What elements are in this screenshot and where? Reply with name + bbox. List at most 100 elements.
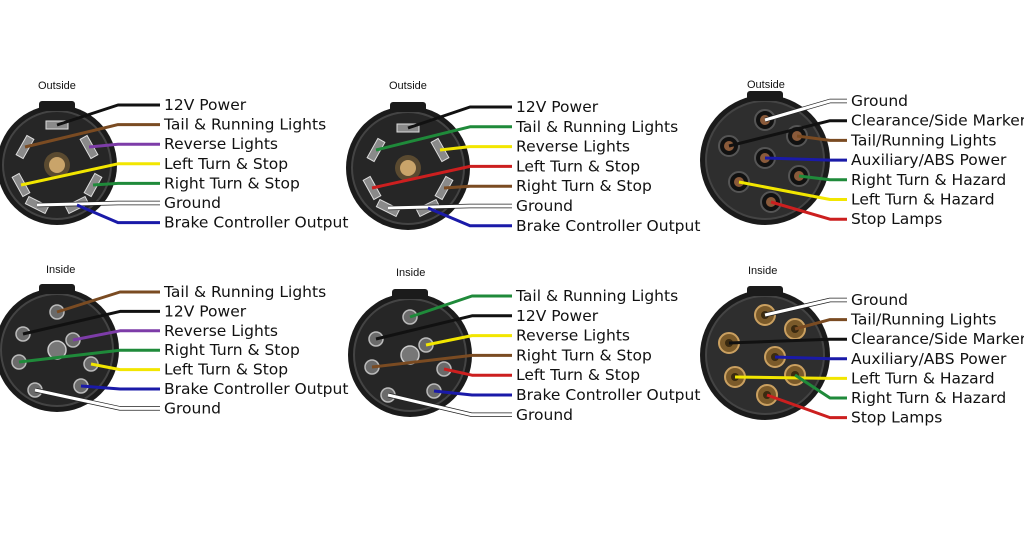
wire [443, 367, 512, 377]
wire [774, 355, 847, 361]
connector-key-tab [39, 101, 75, 111]
wire-label: Ground [851, 92, 908, 110]
wire [371, 353, 512, 369]
wire [22, 309, 160, 336]
wire-label: Tail/Running Lights [850, 311, 996, 329]
wire-label: Tail & Running Lights [163, 116, 326, 134]
wire-label: Brake Controller Output [164, 380, 348, 398]
wire-label: Brake Controller Output [516, 217, 700, 235]
wire [88, 142, 160, 149]
wire-label: Left Turn & Stop [516, 157, 640, 175]
wire-label: Ground [164, 194, 221, 212]
wire-label: Ground [164, 399, 221, 417]
wire-label: Auxiliary/ABS Power [851, 350, 1007, 368]
wire-label: Clearance/Side Marker [851, 112, 1024, 130]
wire-label: Ground [851, 291, 908, 309]
center-pin-contact [400, 160, 416, 176]
wire [20, 162, 160, 187]
wire-label: Tail/Running Lights [850, 131, 996, 149]
wire-label: Right Turn & Hazard [851, 171, 1006, 189]
connector-key-tab [747, 91, 783, 101]
wire-label: Stop Lamps [851, 409, 942, 427]
view-label: Outside [747, 79, 785, 91]
wire-label: 12V Power [516, 307, 599, 325]
wire-label: 12V Power [164, 302, 247, 320]
view-label: Inside [46, 264, 75, 276]
wire [375, 125, 512, 152]
wire-label: Left Turn & Hazard [851, 191, 995, 209]
wire [794, 318, 847, 331]
wire-label: Left Turn & Stop [164, 155, 288, 173]
wire [56, 103, 160, 127]
wire [427, 206, 512, 228]
wire-label: 12V Power [516, 98, 599, 116]
wire-label: Brake Controller Output [164, 214, 348, 232]
wire [92, 181, 160, 187]
view-label: Inside [748, 265, 777, 277]
wire-label: Clearance/Side Marker [851, 330, 1024, 348]
wire [36, 201, 160, 207]
wire [766, 393, 847, 420]
wire [387, 393, 512, 417]
wire-label: Reverse Lights [164, 135, 278, 153]
wire [387, 204, 512, 210]
wire [443, 184, 512, 190]
wire [34, 388, 160, 410]
wire [375, 314, 512, 341]
wire [90, 362, 160, 372]
wire [798, 174, 847, 182]
wire-label: Right Turn & Stop [164, 174, 300, 192]
wire-label: Left Turn & Stop [164, 361, 288, 379]
center-pin-contact [49, 157, 65, 173]
wire-label: Tail & Running Lights [163, 283, 326, 301]
wire [764, 298, 847, 317]
wire [24, 123, 160, 149]
wire [409, 294, 512, 319]
wire-label: Right Turn & Stop [516, 346, 652, 364]
wire-label: Auxiliary/ABS Power [851, 151, 1007, 169]
wire-label: Reverse Lights [164, 322, 278, 340]
wire [371, 164, 512, 190]
wire-label: Reverse Lights [516, 138, 630, 156]
wire-label: Left Turn & Stop [516, 366, 640, 384]
connector-key-tab [390, 102, 426, 112]
wire-label: Brake Controller Output [516, 386, 700, 404]
wire-label: Ground [516, 406, 573, 424]
wire [407, 105, 512, 130]
wire-label: 12V Power [164, 96, 247, 114]
wire [433, 389, 512, 397]
connector-key-tab [392, 289, 428, 299]
wire [734, 375, 847, 380]
wire [764, 99, 847, 122]
wire [425, 334, 512, 347]
wire [738, 180, 847, 201]
wire [439, 145, 512, 152]
wire [72, 329, 160, 342]
wire-label: Right Turn & Stop [516, 177, 652, 195]
wire-label: Right Turn & Hazard [851, 389, 1006, 407]
wire-label: Reverse Lights [516, 327, 630, 345]
wire [56, 290, 160, 314]
wire-label: Tail & Running Lights [515, 118, 678, 136]
wire [80, 384, 160, 391]
wire-label: Left Turn & Hazard [851, 369, 995, 387]
connector-key-tab [747, 286, 783, 296]
wire [794, 373, 847, 400]
wire [76, 203, 160, 225]
wire-label: Tail & Running Lights [515, 287, 678, 305]
wire [728, 337, 847, 345]
wire-label: Ground [516, 197, 573, 215]
connector-key-tab [39, 284, 75, 294]
wire-label: Stop Lamps [851, 210, 942, 228]
wire-label: Right Turn & Stop [164, 341, 300, 359]
wire [728, 119, 847, 148]
wire [770, 200, 847, 221]
view-label: Outside [389, 80, 427, 92]
